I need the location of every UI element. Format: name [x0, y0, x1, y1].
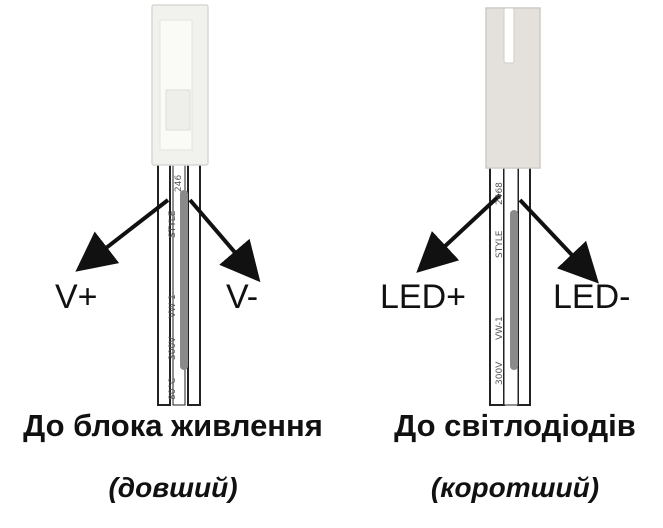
v-minus-arrow [188, 198, 261, 283]
left-subcaption: (довший) [108, 472, 238, 503]
v-plus-arrow [75, 198, 170, 272]
v-plus-label: V+ [55, 278, 98, 316]
left-connector [75, 4, 261, 406]
led-minus-arrow [518, 198, 599, 284]
right-wire-pair [489, 159, 531, 406]
left-wire-stripe [180, 190, 188, 370]
right-housing [485, 7, 541, 169]
right-wire-print-2: VW-1 [495, 316, 505, 340]
left-wire-pair [157, 159, 201, 406]
right-wire-print-3: 300V [495, 361, 505, 385]
left-wire-print-2: VW-1 [168, 294, 178, 318]
led-plus-arrow [416, 193, 502, 273]
right-subcaption: (коротший) [430, 472, 600, 503]
left-caption: До блока живлення [23, 408, 323, 443]
left-wire-print-1: STYLE [168, 210, 178, 238]
left-housing [151, 4, 209, 166]
right-wire-print-1: STYLE [495, 230, 505, 258]
right-caption: До світлодіодів [394, 408, 636, 443]
led-minus-label: LED- [553, 278, 631, 316]
left-wire-print-4: 80°C [168, 378, 178, 400]
left-wire-print-0: 246 [174, 175, 184, 192]
v-minus-label: V- [226, 278, 259, 316]
right-wire-stripe [510, 210, 518, 370]
left-wire-print-3: 300V [168, 336, 178, 360]
right-wire-print-0: 2468 [495, 182, 505, 205]
led-plus-label: LED+ [380, 278, 466, 316]
right-connector [416, 7, 599, 406]
